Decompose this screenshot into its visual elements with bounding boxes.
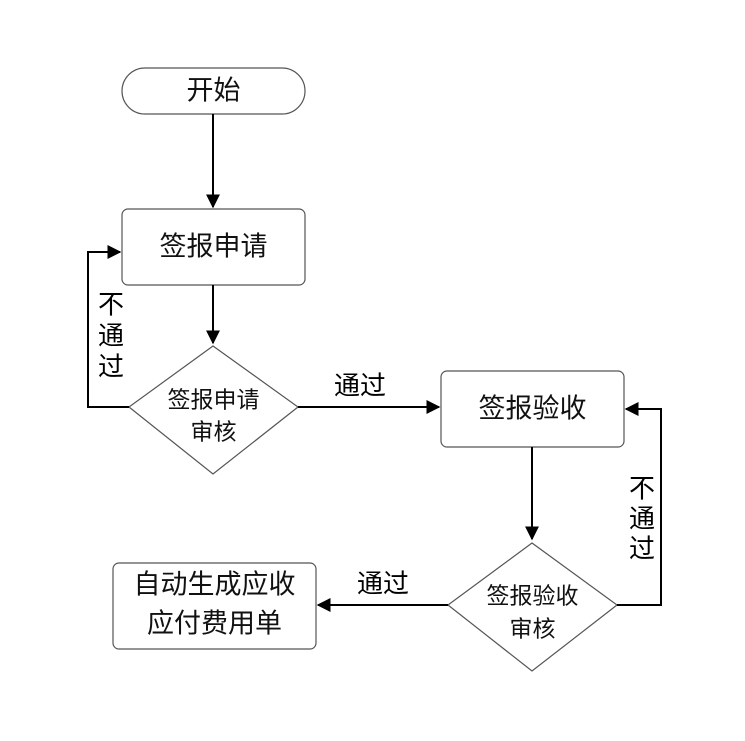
acceptance-reject-label: 不 通 过 <box>629 475 655 565</box>
acceptance-review-decision: 签报验收 审核 <box>447 542 618 672</box>
apply-review-decision: 签报申请 审核 <box>128 345 299 475</box>
acceptance-reject-char-3: 过 <box>629 535 655 565</box>
start-node: 开始 <box>121 67 306 115</box>
acceptance-review-label-line1: 签报验收 <box>487 584 579 610</box>
apply-reject-label: 不 通 过 <box>98 291 124 383</box>
acceptance-pass-label: 通过 <box>357 570 409 600</box>
acceptance-review-label-line2: 审核 <box>510 617 556 643</box>
edge-acceptance-reject-loop <box>617 402 662 606</box>
generate-label-line1: 自动生成应收 <box>134 570 296 601</box>
acceptance-reject-char-2: 通 <box>629 505 655 535</box>
apply-reject-char-2: 通 <box>98 322 124 352</box>
edge-apply-reject-loop <box>87 245 129 408</box>
apply-node: 签报申请 <box>121 208 306 286</box>
generate-label-line2: 应付费用单 <box>147 609 282 640</box>
acceptance-reject-char-1: 不 <box>629 475 655 505</box>
apply-reject-char-3: 过 <box>98 353 124 383</box>
apply-label: 签报申请 <box>160 232 268 263</box>
apply-reject-char-1: 不 <box>98 291 124 321</box>
apply-pass-label: 通过 <box>334 372 386 402</box>
generate-node: 自动生成应收 应付费用单 <box>112 562 317 650</box>
acceptance-node: 签报验收 <box>440 370 625 448</box>
apply-review-label-line1: 签报申请 <box>168 388 260 414</box>
apply-review-label-line2: 审核 <box>191 420 237 446</box>
acceptance-label: 签报验收 <box>479 394 587 425</box>
start-label: 开始 <box>187 76 241 107</box>
